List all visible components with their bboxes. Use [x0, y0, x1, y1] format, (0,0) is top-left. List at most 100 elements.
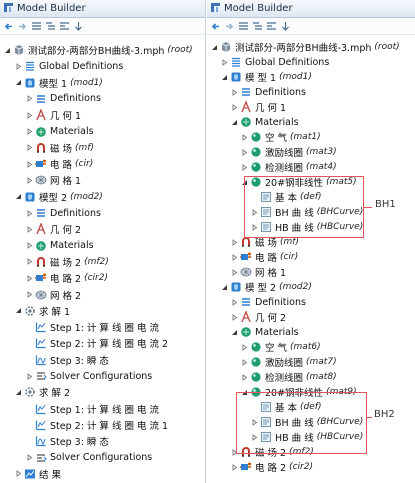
- collapsed-arrow-icon[interactable]: [250, 204, 259, 220]
- tree-node[interactable]: 基 本(def): [207, 189, 415, 205]
- tree-node[interactable]: Materials: [207, 324, 415, 340]
- collapsed-arrow-icon[interactable]: [230, 264, 239, 280]
- tree-node[interactable]: Step 2: 计 算 线 圈 电 流 2: [0, 335, 205, 351]
- collapsed-arrow-icon[interactable]: [25, 140, 34, 156]
- tree-node[interactable]: HB 曲 线(HBCurve): [207, 219, 415, 235]
- collapsed-arrow-icon[interactable]: [230, 309, 239, 325]
- collapsed-arrow-icon[interactable]: [25, 107, 34, 123]
- collapse-all-icon[interactable]: [45, 21, 56, 32]
- collapsed-arrow-icon[interactable]: [25, 287, 34, 303]
- tree-node[interactable]: 电 路 2(cir2): [0, 270, 205, 286]
- tree-node[interactable]: 求 解 1: [0, 303, 205, 319]
- expanded-arrow-icon[interactable]: [240, 174, 249, 190]
- tree-node[interactable]: Materials: [0, 124, 205, 140]
- collapsed-arrow-icon[interactable]: [250, 429, 259, 445]
- collapsed-arrow-icon[interactable]: [230, 459, 239, 475]
- collapsed-arrow-icon[interactable]: [230, 294, 239, 310]
- tree-node[interactable]: Step 2: 计 算 线 圈 电 流 1: [0, 417, 205, 433]
- collapsed-arrow-icon[interactable]: [230, 99, 239, 115]
- collapsed-arrow-icon[interactable]: [230, 249, 239, 265]
- tree-node[interactable]: 网 格 1: [0, 172, 205, 188]
- expand-all-icon[interactable]: [266, 21, 277, 32]
- collapsed-arrow-icon[interactable]: [14, 58, 23, 74]
- tree-node[interactable]: Step 1: 计 算 线 圈 电 流: [0, 401, 205, 417]
- tree-node[interactable]: 20#钢非线性(mat5): [207, 174, 415, 190]
- expanded-arrow-icon[interactable]: [230, 324, 239, 340]
- expanded-arrow-icon[interactable]: [220, 69, 229, 85]
- tree-node[interactable]: BH 曲 线(BHCurve): [207, 414, 415, 430]
- tree-node[interactable]: 模 型 2(mod2): [207, 279, 415, 295]
- collapsed-arrow-icon[interactable]: [240, 159, 249, 175]
- collapsed-arrow-icon[interactable]: [25, 368, 34, 384]
- collapsed-arrow-icon[interactable]: [25, 156, 34, 172]
- tree-node[interactable]: Definitions: [207, 84, 415, 100]
- tree-node[interactable]: 电 路(cir): [207, 249, 415, 265]
- expanded-arrow-icon[interactable]: [14, 384, 23, 400]
- collapsed-arrow-icon[interactable]: [250, 219, 259, 235]
- tree-node[interactable]: 几 何 2: [207, 309, 415, 325]
- collapsed-arrow-icon[interactable]: [250, 414, 259, 430]
- tree-node[interactable]: 空 气(mat1): [207, 129, 415, 145]
- tree-node[interactable]: 激励线圈(mat3): [207, 144, 415, 160]
- tree-node[interactable]: BH 曲 线(BHCurve): [207, 204, 415, 220]
- tree-node[interactable]: Global Definitions: [0, 58, 205, 74]
- collapsed-arrow-icon[interactable]: [25, 238, 34, 254]
- tree-node[interactable]: 模型 2(mod2): [0, 189, 205, 205]
- tree-node[interactable]: Definitions: [207, 294, 415, 310]
- tree-node[interactable]: 激励线圈(mat7): [207, 354, 415, 370]
- tree-node[interactable]: Definitions: [0, 205, 205, 221]
- collapsed-arrow-icon[interactable]: [240, 129, 249, 145]
- collapsed-arrow-icon[interactable]: [240, 144, 249, 160]
- tree-node[interactable]: 检测线圈(mat8): [207, 369, 415, 385]
- tree-node[interactable]: 电 路 2(cir2): [207, 459, 415, 475]
- tree-node[interactable]: 磁 场(mf): [207, 234, 415, 250]
- tree-node[interactable]: 测试部分-两部分BH曲线-3.mph(root): [207, 39, 415, 55]
- expanded-arrow-icon[interactable]: [14, 75, 23, 91]
- tree-node[interactable]: 几 何 1: [207, 99, 415, 115]
- back-arrow-icon[interactable]: [3, 21, 14, 32]
- collapsed-arrow-icon[interactable]: [25, 91, 34, 107]
- collapsed-arrow-icon[interactable]: [25, 270, 34, 286]
- tree-node[interactable]: 电 路(cir): [0, 156, 205, 172]
- tree-node[interactable]: 网 格 2: [0, 287, 205, 303]
- collapse-all-icon[interactable]: [252, 21, 263, 32]
- tree-node[interactable]: Solver Configurations: [0, 368, 205, 384]
- collapsed-arrow-icon[interactable]: [230, 444, 239, 460]
- tree-node[interactable]: 模型 1(mod1): [0, 75, 205, 91]
- expanded-arrow-icon[interactable]: [14, 303, 23, 319]
- tree-node[interactable]: 磁 场(mf): [0, 140, 205, 156]
- collapsed-arrow-icon[interactable]: [240, 354, 249, 370]
- tree-node[interactable]: 模 型 1(mod1): [207, 69, 415, 85]
- tree-node[interactable]: Step 1: 计 算 线 圈 电 流: [0, 319, 205, 335]
- expanded-arrow-icon[interactable]: [3, 42, 12, 58]
- tree-node[interactable]: 结 果: [0, 466, 205, 482]
- tree-node[interactable]: Materials: [0, 238, 205, 254]
- show-list-icon[interactable]: [238, 21, 249, 32]
- tree-node[interactable]: 检测线圈(mat4): [207, 159, 415, 175]
- collapsed-arrow-icon[interactable]: [25, 172, 34, 188]
- forward-arrow-icon[interactable]: [224, 21, 235, 32]
- expanded-arrow-icon[interactable]: [230, 114, 239, 130]
- expanded-arrow-icon[interactable]: [14, 189, 23, 205]
- tree-node[interactable]: Step 3: 瞬 态: [0, 352, 205, 368]
- tree-node[interactable]: 空 气(mat6): [207, 339, 415, 355]
- collapsed-arrow-icon[interactable]: [240, 339, 249, 355]
- back-arrow-icon[interactable]: [210, 21, 221, 32]
- tree-node[interactable]: Global Definitions: [207, 54, 415, 70]
- tree-node[interactable]: 20#钢非线性(mat9): [207, 384, 415, 400]
- tree-node[interactable]: 磁 场 2(mf2): [0, 254, 205, 270]
- tree-node[interactable]: Step 3: 瞬 态: [0, 433, 205, 449]
- collapsed-arrow-icon[interactable]: [240, 369, 249, 385]
- move-down-icon[interactable]: [280, 21, 291, 32]
- collapsed-arrow-icon[interactable]: [25, 205, 34, 221]
- move-down-icon[interactable]: [73, 21, 84, 32]
- expanded-arrow-icon[interactable]: [210, 39, 219, 55]
- expanded-arrow-icon[interactable]: [220, 279, 229, 295]
- tree-node[interactable]: Materials: [207, 114, 415, 130]
- tree-node[interactable]: 几 何 2: [0, 221, 205, 237]
- tree-node[interactable]: Definitions: [0, 91, 205, 107]
- tree-node[interactable]: 测试部分-两部分BH曲线-3.mph(root): [0, 42, 205, 58]
- tree-node[interactable]: 网 格 1: [207, 264, 415, 280]
- show-list-icon[interactable]: [31, 21, 42, 32]
- tree-node[interactable]: 求 解 2: [0, 384, 205, 400]
